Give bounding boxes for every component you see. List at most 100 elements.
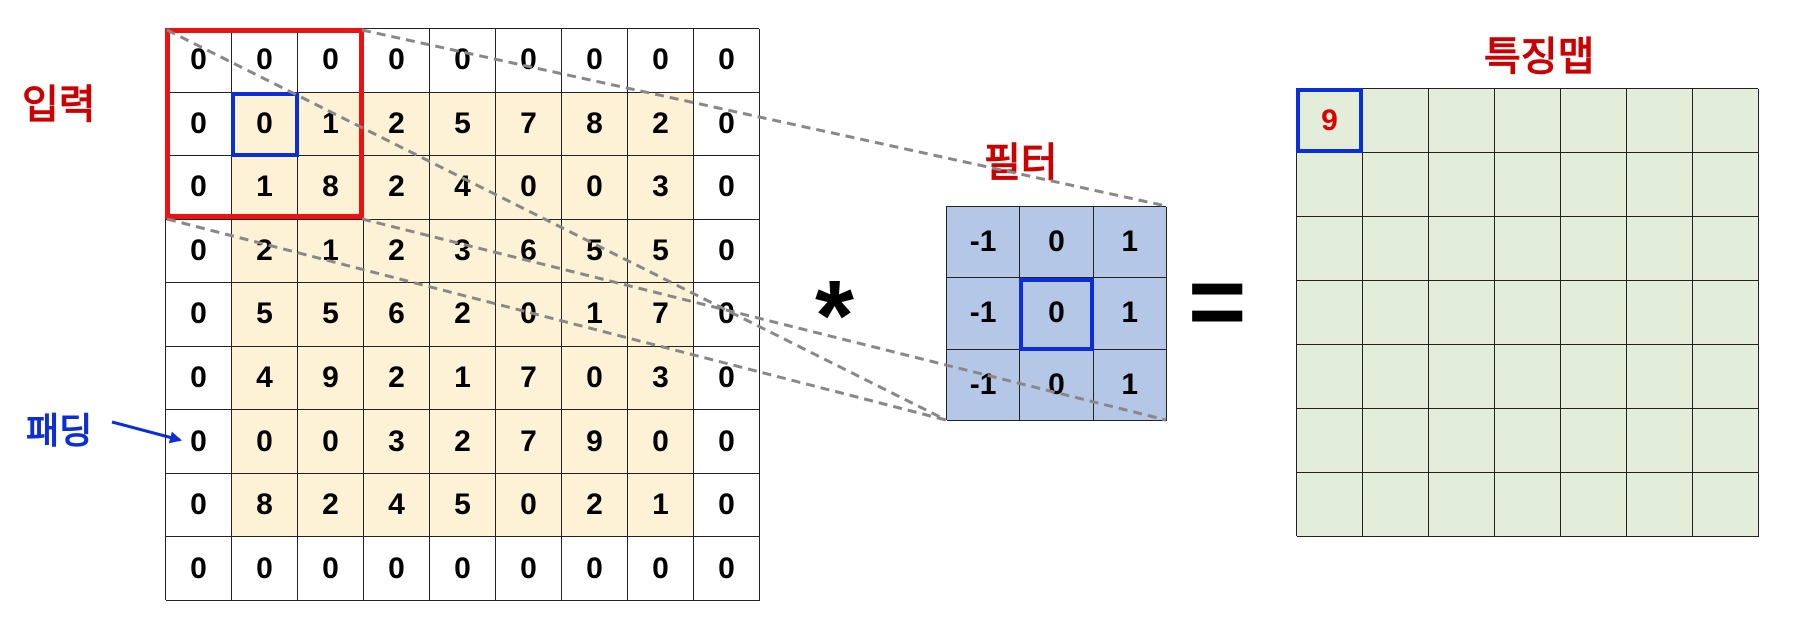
feature-cell-r6-c3 [1495,473,1561,537]
input-cell-r0-c7: 0 [628,29,694,93]
feature-cell-r5-c2 [1429,409,1495,473]
input-cell-r7-c5: 0 [496,473,562,538]
input-cell-r3-c8: 0 [694,219,760,284]
input-cell-r2-c7: 3 [628,156,694,220]
feature-cell-r1-c1 [1363,153,1429,217]
input-cell-r4-c1: 5 [232,283,298,347]
feature-cell-r5-c3 [1495,409,1561,473]
feature-cell-r4-c1 [1363,345,1429,409]
input-cell-r8-c7: 0 [628,537,694,601]
input-cell-r8-c2: 0 [298,537,364,601]
input-cell-r0-c8: 0 [694,29,760,93]
input-cell-r1-c4: 5 [430,92,496,157]
feature-cell-r5-c1 [1363,409,1429,473]
input-cell-r3-c3: 2 [364,219,430,284]
filter-cell-r2-c1: 0 [1020,349,1094,421]
input-cell-r6-c3: 3 [364,410,430,474]
feature-cell-r2-c2 [1429,217,1495,281]
feature-cell-r0-c3 [1495,89,1561,153]
input-cell-r5-c3: 2 [364,346,430,411]
feature-cell-r1-c4 [1561,153,1627,217]
feature-cell-r1-c2 [1429,153,1495,217]
input-cell-r3-c7: 5 [628,219,694,284]
input-cell-r6-c0: 0 [166,410,232,474]
feature-cell-r4-c3 [1495,345,1561,409]
input-cell-r1-c8: 0 [694,92,760,157]
feature-cell-r1-c6 [1693,153,1759,217]
input-cell-r3-c2: 1 [298,219,364,284]
input-cell-r3-c5: 6 [496,219,562,284]
input-cell-r3-c0: 0 [166,219,232,284]
input-cell-r2-c4: 4 [430,156,496,220]
input-cell-r5-c1: 4 [232,346,298,411]
feature-cell-r2-c6 [1693,217,1759,281]
input-cell-r5-c2: 9 [298,346,364,411]
input-cell-r1-c0: 0 [166,92,232,157]
input-cell-r5-c5: 7 [496,346,562,411]
input-cell-r5-c6: 0 [562,346,628,411]
input-cell-r6-c4: 2 [430,410,496,474]
feature-cell-r2-c3 [1495,217,1561,281]
feature-cell-r6-c0 [1297,473,1363,537]
input-cell-r2-c5: 0 [496,156,562,220]
feature-cell-r5-c5 [1627,409,1693,473]
filter-cell-r1-c0: -1 [947,278,1021,350]
feature-cell-r3-c2 [1429,281,1495,345]
feature-cell-r0-c1 [1363,89,1429,153]
feature-cell-r0-c0: 9 [1297,89,1363,153]
feature-map-label: 특징맵 [1484,35,1595,79]
input-cell-r1-c5: 7 [496,92,562,157]
input-cell-r7-c0: 0 [166,473,232,538]
input-cell-r8-c4: 0 [430,537,496,601]
feature-cell-r4-c2 [1429,345,1495,409]
input-cell-r0-c4: 0 [430,29,496,93]
feature-cell-r5-c6 [1693,409,1759,473]
input-cell-r8-c0: 0 [166,537,232,601]
input-cell-r7-c6: 2 [562,473,628,538]
input-cell-r5-c8: 0 [694,346,760,411]
input-cell-r4-c3: 6 [364,283,430,347]
input-cell-r8-c8: 0 [694,537,760,601]
input-cell-r4-c7: 7 [628,283,694,347]
input-cell-r7-c7: 1 [628,473,694,538]
feature-cell-r0-c5 [1627,89,1693,153]
feature-cell-r3-c3 [1495,281,1561,345]
feature-cell-r6-c6 [1693,473,1759,537]
filter-cell-r1-c2: 1 [1093,278,1167,350]
feature-cell-r0-c2 [1429,89,1495,153]
input-cell-r1-c6: 8 [562,92,628,157]
input-cell-r0-c5: 0 [496,29,562,93]
feature-cell-r3-c0 [1297,281,1363,345]
filter-cell-r1-c1: 0 [1020,278,1094,350]
input-cell-r7-c2: 2 [298,473,364,538]
input-cell-r2-c6: 0 [562,156,628,220]
feature-cell-r3-c1 [1363,281,1429,345]
feature-map-matrix: 9 [1296,88,1759,537]
input-cell-r7-c3: 4 [364,473,430,538]
input-cell-r6-c8: 0 [694,410,760,474]
input-cell-r4-c6: 1 [562,283,628,347]
equals-operator: = [1188,246,1247,358]
input-cell-r0-c6: 0 [562,29,628,93]
input-label: 입력 [22,83,96,127]
input-cell-r5-c0: 0 [166,346,232,411]
filter-cell-r2-c2: 1 [1093,349,1167,421]
input-cell-r3-c4: 3 [430,219,496,284]
feature-cell-r4-c0 [1297,345,1363,409]
input-cell-r4-c0: 0 [166,283,232,347]
feature-cell-r1-c0 [1297,153,1363,217]
input-cell-r0-c3: 0 [364,29,430,93]
feature-cell-r6-c1 [1363,473,1429,537]
input-cell-r0-c1: 0 [232,29,298,93]
feature-cell-r4-c5 [1627,345,1693,409]
feature-cell-r1-c3 [1495,153,1561,217]
input-cell-r8-c5: 0 [496,537,562,601]
feature-cell-r5-c0 [1297,409,1363,473]
input-cell-r4-c8: 0 [694,283,760,347]
input-cell-r7-c1: 8 [232,473,298,538]
filter-cell-r2-c0: -1 [947,349,1021,421]
feature-cell-r3-c6 [1693,281,1759,345]
input-cell-r4-c2: 5 [298,283,364,347]
input-cell-r2-c8: 0 [694,156,760,220]
